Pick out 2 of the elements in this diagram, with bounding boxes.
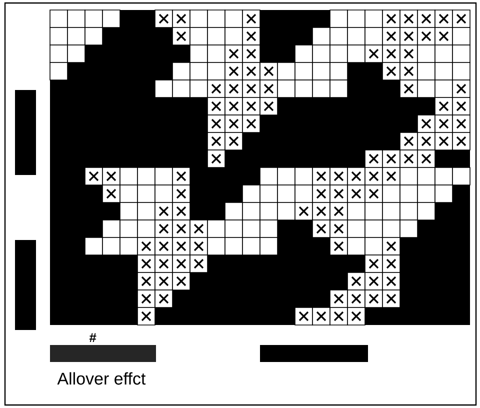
hash-mark: # (89, 333, 96, 342)
caption-text: Allover effct (57, 372, 146, 385)
